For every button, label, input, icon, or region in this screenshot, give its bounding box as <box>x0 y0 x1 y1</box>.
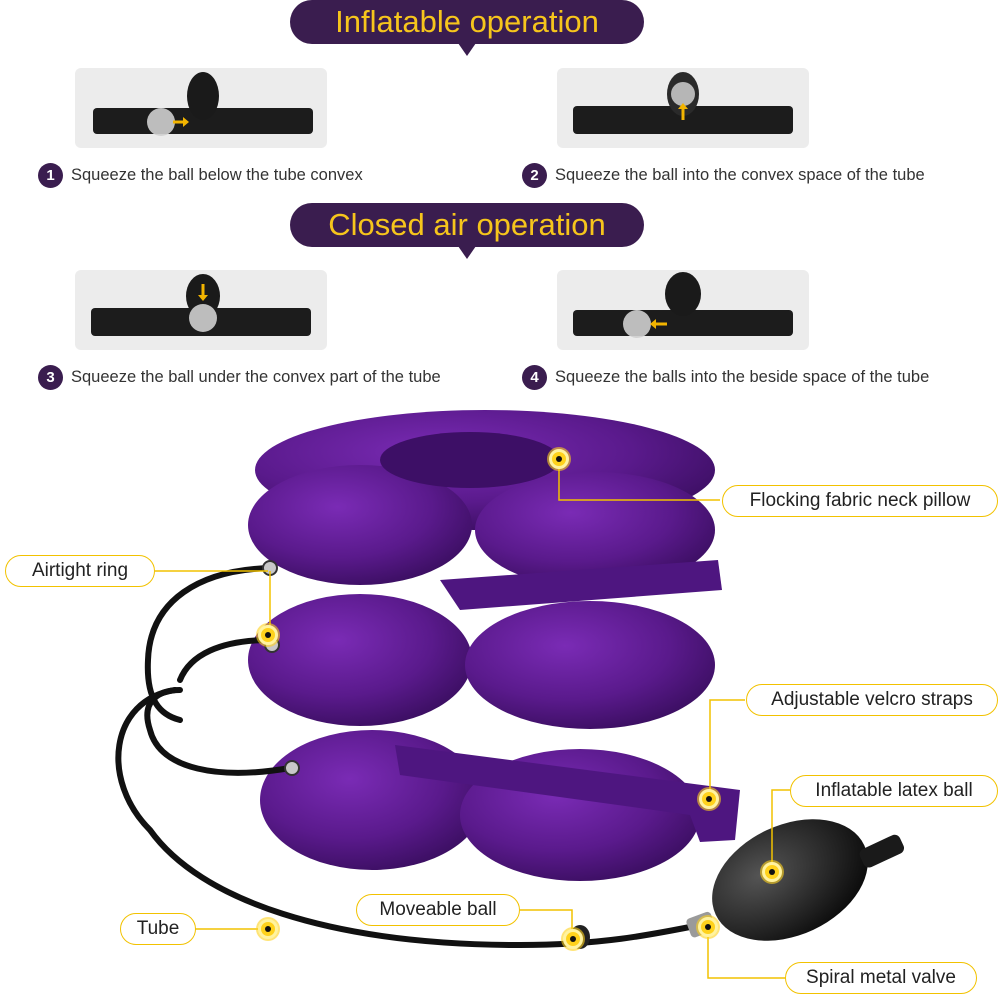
pillow-marker <box>549 449 569 469</box>
tube-ball-illustration <box>573 72 793 134</box>
tube-ball-illustration <box>573 272 793 338</box>
step-3-text: Squeeze the ball under the convex part o… <box>71 367 441 386</box>
tube-ball-illustration <box>91 274 311 336</box>
step-4: 4 Squeeze the balls into the beside spac… <box>522 362 929 392</box>
step-1-image <box>75 68 327 148</box>
pillow-top-tier <box>248 410 715 588</box>
pillow-middle-tier <box>248 594 715 729</box>
step-4-image <box>557 270 809 350</box>
label-inflatable-latex-ball: Inflatable latex ball <box>790 775 998 807</box>
airtight-ring-marker <box>258 625 278 645</box>
moveable-ball-marker <box>563 929 583 949</box>
step-1-text: Squeeze the ball below the tube convex <box>71 165 363 184</box>
tube-marker <box>258 919 278 939</box>
tube-ball-illustration <box>93 72 313 136</box>
step-4-text: Squeeze the balls into the beside space … <box>555 367 930 386</box>
step-4-number: 4 <box>522 364 547 390</box>
valve-marker <box>698 917 718 937</box>
step-1: 1 Squeeze the ball below the tube convex <box>38 160 363 190</box>
velcro-strap-marker <box>699 789 719 809</box>
closed-air-operation-title: Closed air operation <box>290 203 644 259</box>
label-flocking-fabric-neck-pillow: Flocking fabric neck pillow <box>722 485 998 517</box>
label-airtight-ring: Airtight ring <box>5 555 155 587</box>
step-3-number: 3 <box>38 364 63 390</box>
latex-ball-marker <box>762 862 782 882</box>
label-spiral-metal-valve: Spiral metal valve <box>785 962 977 994</box>
label-moveable-ball: Moveable ball <box>356 894 520 926</box>
step-2-text: Squeeze the ball into the convex space o… <box>555 165 925 184</box>
step-2: 2 Squeeze the ball into the convex space… <box>522 160 925 190</box>
inflatable-operation-title: Inflatable operation <box>290 0 644 56</box>
step-3: 3 Squeeze the ball under the convex part… <box>38 362 441 392</box>
step-2-number: 2 <box>522 162 547 188</box>
step-3-image <box>75 270 327 350</box>
label-adjustable-velcro-straps: Adjustable velcro straps <box>746 684 998 716</box>
step-1-number: 1 <box>38 162 63 188</box>
label-tube: Tube <box>120 913 196 945</box>
step-2-image <box>557 68 809 148</box>
